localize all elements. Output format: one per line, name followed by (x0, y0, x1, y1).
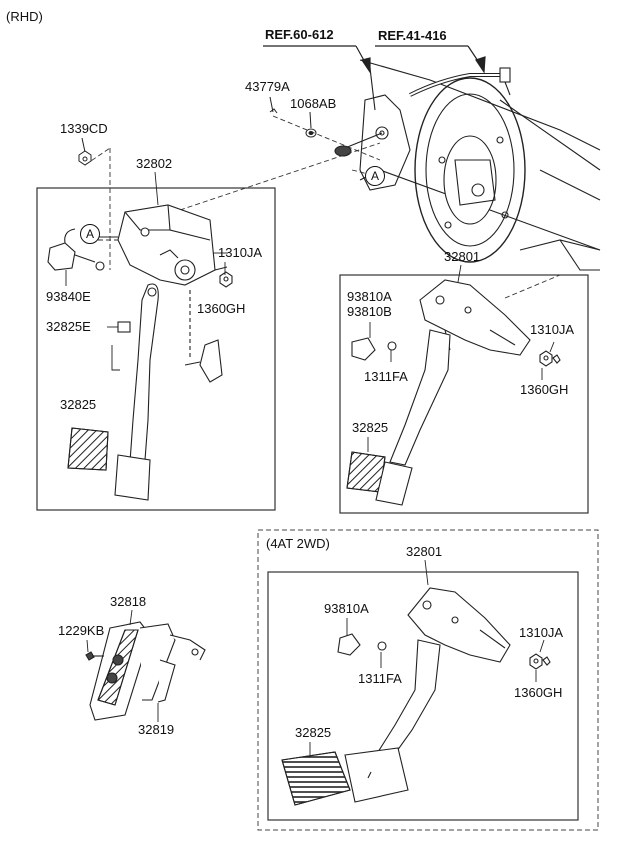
part-label-1360gh-right[interactable]: 1360GH (520, 382, 569, 397)
part-label-93840e[interactable]: 93840E (46, 289, 91, 304)
part-label-32825-4at[interactable]: 32825 (295, 725, 332, 740)
group-box-32801 (339, 274, 589, 514)
part-label-32825e[interactable]: 32825E (46, 319, 91, 334)
part-label-1310ja-4at[interactable]: 1310JA (519, 625, 564, 640)
pedal-assembly-32801 (346, 279, 561, 506)
group-box-4at-2wd (257, 529, 599, 831)
part-label-32801-4at[interactable]: 32801 (406, 544, 443, 559)
part-label-1360gh-left[interactable]: 1360GH (197, 301, 246, 316)
ref-label-60-612[interactable]: REF.60-612 (265, 27, 334, 42)
box2-leaders (367, 264, 555, 452)
box3-leaders (309, 559, 545, 755)
accel-leaders (86, 609, 159, 722)
variant-label: (RHD) (6, 9, 43, 24)
part-label-1311fa-4at[interactable]: 1311FA (358, 671, 402, 686)
ref-label-41-416[interactable]: REF.41-416 (378, 28, 447, 43)
callout-a-right: A (365, 166, 385, 186)
brake-booster-assembly (334, 59, 601, 271)
callout-a-left: A (80, 224, 100, 244)
part-label-32802[interactable]: 32802 (136, 156, 173, 171)
part-label-32801-right[interactable]: 32801 (444, 249, 481, 264)
group-box-32802 (36, 187, 276, 511)
small-part-leaders (78, 96, 317, 166)
part-label-32819[interactable]: 32819 (138, 722, 175, 737)
part-label-1229kb[interactable]: 1229KB (58, 623, 105, 638)
part-label-93810a-4at[interactable]: 93810A (324, 601, 369, 616)
ref-leaders (263, 45, 486, 74)
part-label-1310ja-right[interactable]: 1310JA (530, 322, 575, 337)
part-label-1311fa-right[interactable]: 1311FA (364, 369, 408, 384)
part-label-1360gh-4at[interactable]: 1360GH (514, 685, 563, 700)
group-box-32801-4at (267, 571, 579, 821)
part-label-32825-left[interactable]: 32825 (60, 397, 97, 412)
part-label-93810b[interactable]: 93810B (347, 304, 392, 319)
part-label-1310ja-left[interactable]: 1310JA (218, 245, 263, 260)
part-label-93810a-right[interactable]: 93810A (347, 289, 392, 304)
pedal-assembly-32801-4at (281, 587, 551, 806)
part-label-43779a[interactable]: 43779A (245, 79, 290, 94)
variant-box-title: (4AT 2WD) (266, 536, 330, 551)
part-label-1339cd[interactable]: 1339CD (60, 121, 108, 136)
accelerator-pedal-32818 (85, 621, 206, 721)
part-label-32818[interactable]: 32818 (110, 594, 147, 609)
pedal-assembly-32802 (47, 204, 233, 501)
part-label-32825-right[interactable]: 32825 (352, 420, 389, 435)
part-label-1068ab[interactable]: 1068AB (290, 96, 337, 111)
